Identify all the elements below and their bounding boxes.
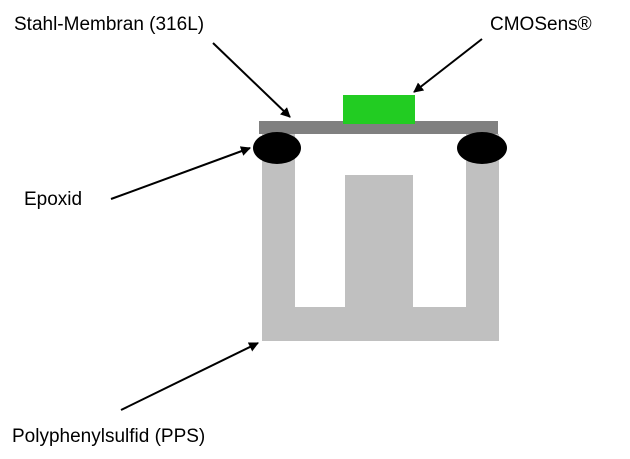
label-membrane: Stahl-Membran (316L)	[14, 14, 204, 35]
arrow-epoxy	[110, 146, 251, 200]
epoxy-right	[457, 132, 507, 164]
label-epoxy: Epoxid	[24, 189, 82, 210]
label-body: Polyphenylsulfid (PPS)	[12, 426, 205, 447]
steel-membrane	[259, 121, 498, 134]
pps-body	[262, 134, 499, 341]
epoxy-left	[253, 132, 301, 164]
arrow-sensor	[413, 38, 483, 93]
arrow-body	[120, 342, 259, 411]
arrow-membrane	[212, 42, 291, 118]
cmosens-chip	[343, 95, 415, 124]
label-sensor: CMOSens®	[490, 14, 592, 35]
